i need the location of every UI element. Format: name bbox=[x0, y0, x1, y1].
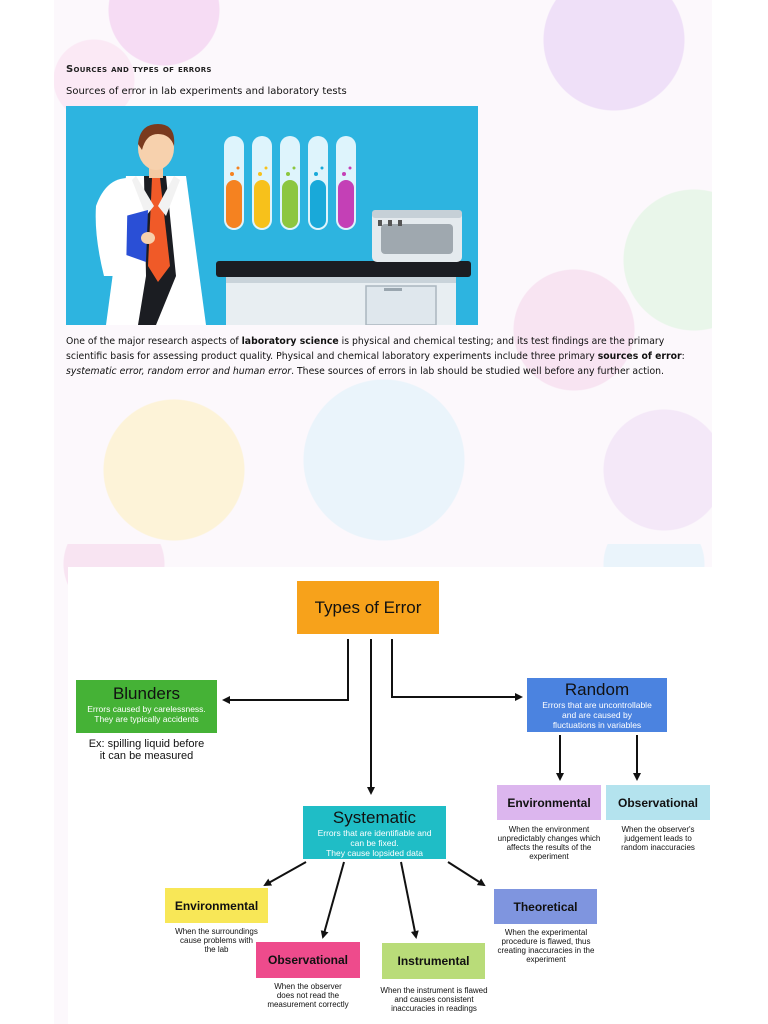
article-paragraph: One of the major research aspects of lab… bbox=[66, 336, 685, 377]
arrow-to-blunders bbox=[222, 639, 349, 704]
sys-environmental-desc: When the surroundings cause problems wit… bbox=[175, 927, 258, 954]
systematic-box: Systematic Errors that are identifiable … bbox=[303, 806, 446, 859]
article-heading: Sources and types of errors bbox=[66, 64, 212, 75]
blunders-title: Blunders bbox=[112, 684, 181, 703]
types-of-error-title: Types of Error bbox=[314, 597, 422, 617]
error-types-list: systematic error, random error and human… bbox=[66, 366, 292, 377]
arrow-to-sys-theoretical bbox=[447, 861, 486, 887]
lab-scientist-illustration bbox=[66, 106, 478, 325]
random-title: Random bbox=[564, 680, 630, 699]
random-observational-desc: When the observer's judgement leads to r… bbox=[621, 825, 695, 852]
sys-instrumental-desc: When the instrument is flawed and causes… bbox=[380, 986, 488, 1013]
blunders-box: Blunders Errors caused by carelessness. … bbox=[76, 680, 217, 733]
sys-observational-box: Observational bbox=[256, 942, 360, 978]
systematic-desc-2: can be fixed. bbox=[350, 838, 399, 848]
sys-environmental-box: Environmental bbox=[165, 888, 268, 923]
article-subheading: Sources of error in lab experiments and … bbox=[66, 86, 347, 97]
systematic-title: Systematic bbox=[332, 808, 417, 827]
sys-theoretical-desc: When the experimental procedure is flawe… bbox=[497, 928, 595, 964]
diagram-arrows bbox=[222, 639, 641, 939]
arrow-to-sys-instrumental bbox=[400, 861, 419, 939]
random-environmental-desc: When the environment unpredictably chang… bbox=[497, 825, 601, 861]
lab-machine-icon bbox=[372, 210, 462, 262]
arrow-to-random bbox=[391, 639, 523, 701]
systematic-desc-3: They cause lopsided data bbox=[326, 848, 423, 858]
systematic-desc-1: Errors that are identifiable and bbox=[317, 828, 432, 838]
types-of-error-diagram: Types of Error Blunders Errors caused by… bbox=[68, 567, 718, 1024]
random-observational-box: Observational bbox=[606, 785, 710, 820]
arrow-to-sys-observational bbox=[320, 861, 345, 939]
random-box: Random Errors that are uncontrollable an… bbox=[527, 678, 667, 732]
random-desc-3: fluctuations in variables bbox=[552, 720, 642, 730]
blunders-desc-2: They are typically accidents bbox=[94, 714, 199, 724]
blunders-example: Ex: spilling liquid before it can be mea… bbox=[88, 738, 205, 762]
types-of-error-box: Types of Error bbox=[297, 581, 439, 634]
sys-observational-desc: When the observer does not read the meas… bbox=[267, 982, 349, 1009]
random-desc-2: and are caused by bbox=[562, 710, 632, 720]
sources-of-error-term: sources of error bbox=[597, 351, 682, 362]
arrow-to-sys-environmental bbox=[263, 861, 307, 886]
article-page: Sources and types of errors Sources of e… bbox=[54, 0, 712, 544]
sys-instrumental-box: Instrumental bbox=[382, 943, 485, 979]
sys-theoretical-box: Theoretical bbox=[494, 889, 597, 924]
scientist-icon bbox=[95, 124, 206, 325]
test-tubes-icon bbox=[224, 136, 356, 230]
random-desc-1: Errors that are uncontrollable bbox=[542, 700, 652, 710]
blunders-desc-1: Errors caused by carelessness. bbox=[87, 704, 206, 714]
laboratory-science-term: laboratory science bbox=[241, 336, 339, 347]
random-environmental-box: Environmental bbox=[497, 785, 601, 820]
